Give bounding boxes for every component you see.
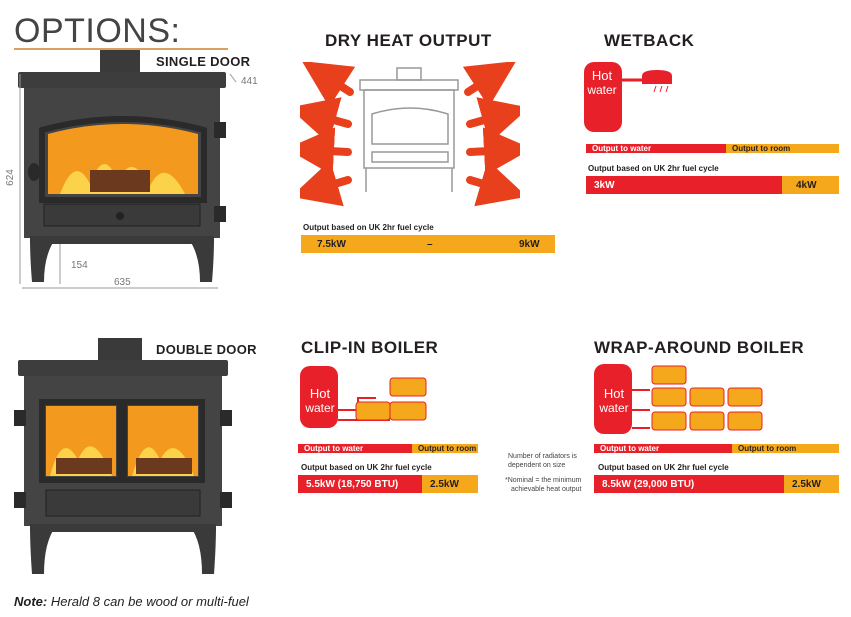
dry-high: 9kW [519,238,540,250]
dim-top: 441 [241,76,258,87]
wrap-hot-water: Hot water [594,386,634,416]
title-rule [14,48,228,50]
dim-width: 635 [114,277,131,288]
water-label: water [587,83,617,97]
water-label: water [599,401,629,415]
single-door-stove-image [18,50,237,289]
dry-caption: Output based on UK 2hr fuel cycle [303,223,434,232]
clipin-to-water-bar: Output to water [298,444,412,453]
dry-output-bar: 7.5kW – 9kW [301,235,555,253]
dim-height: 624 [4,169,16,186]
dim-legs: 154 [71,260,88,271]
wrap-to-water-bar: Output to water [594,444,732,453]
wetback-room-bar: 4kW [782,176,839,194]
clipin-title: CLIP-IN BOILER [301,338,439,357]
footer-note-text: Herald 8 can be wood or multi-fuel [47,594,249,609]
water-label: water [305,401,335,415]
wetback-to-water-bar: Output to water [586,144,726,153]
single-door-label: SINGLE DOOR [156,54,251,69]
hot-label: Hot [591,68,613,83]
wetback-to-room-bar: Output to room [726,144,839,153]
footer-note: Note: Herald 8 can be wood or multi-fuel [14,594,249,609]
wrap-to-room-bar: Output to room [732,444,839,453]
clipin-caption: Output based on UK 2hr fuel cycle [301,463,432,472]
wrap-room-bar: 2.5kW [784,475,839,493]
double-door-stove-image [14,338,232,574]
wrap-diagram [594,364,763,434]
wrap-caption: Output based on UK 2hr fuel cycle [598,463,729,472]
wetback-diagram [584,62,672,132]
dry-dash: – [427,238,433,250]
wetback-caption: Output based on UK 2hr fuel cycle [588,164,719,173]
dry-heat-diagram [300,62,520,207]
dry-low: 7.5kW [317,238,346,250]
clipin-hot-water: Hot water [300,386,340,416]
hot-label: Hot [603,386,625,401]
clipin-to-room-bar: Output to room [412,444,478,453]
clipin-room-bar: 2.5kW [422,475,478,493]
hot-label: Hot [309,386,331,401]
dry-heat-title: DRY HEAT OUTPUT [325,31,492,50]
wrap-title: WRAP-AROUND BOILER [594,338,805,357]
page-title: OPTIONS: [14,12,181,50]
wetback-title: WETBACK [604,31,695,50]
double-door-label: DOUBLE DOOR [156,342,257,357]
clipin-water-bar: 5.5kW (18,750 BTU) [298,475,422,493]
wrap-water-bar: 8.5kW (29,000 BTU) [594,475,784,493]
clipin-diagram [300,366,427,428]
wetback-water-bar: 3kW [586,176,782,194]
footer-note-bold: Note: [14,594,48,609]
wetback-hot-water: Hot water [582,68,622,98]
